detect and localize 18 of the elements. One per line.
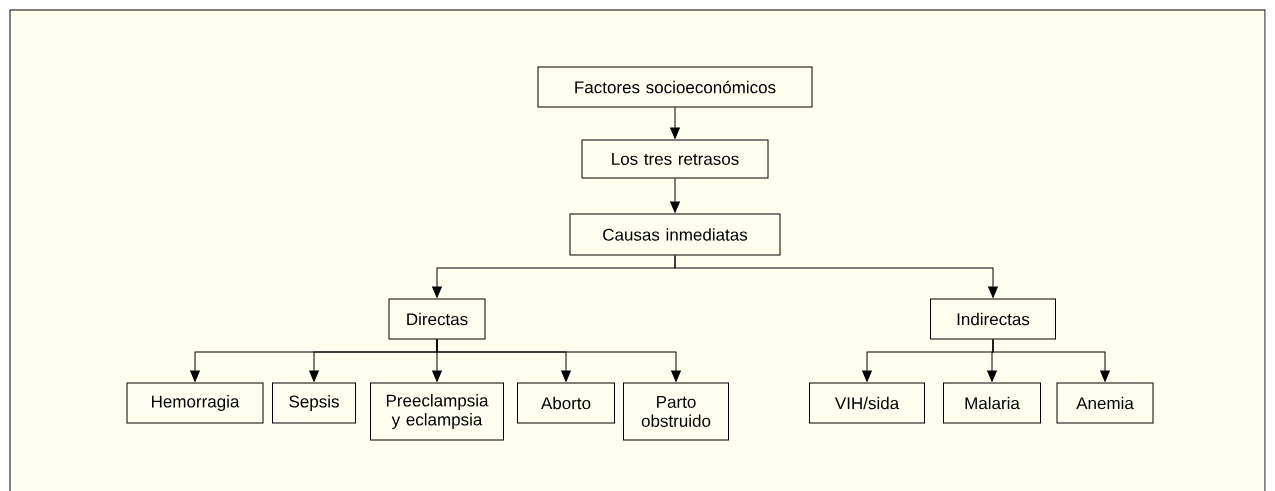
box: Anemia xyxy=(1056,382,1154,424)
box: Sepsis xyxy=(272,382,356,424)
box: Preeclampsia y eclampsia xyxy=(370,382,504,441)
box: Directas xyxy=(388,298,486,340)
arrow xyxy=(992,339,1110,382)
box: Los tres retrasos xyxy=(581,139,769,179)
box: Causas inmediatas xyxy=(569,213,781,256)
box: Parto obstruido xyxy=(623,382,729,441)
box: VIH/sida xyxy=(809,382,925,424)
box: Indirectas xyxy=(930,298,1056,340)
box: Malaria xyxy=(943,382,1041,424)
box: Hemorragia xyxy=(126,382,264,424)
box: Aborto xyxy=(517,382,615,424)
arrow xyxy=(670,107,680,139)
box: Factores socioeconómicos xyxy=(537,66,813,108)
arrow xyxy=(674,255,998,298)
arrow xyxy=(670,178,680,213)
arrow xyxy=(436,339,681,382)
